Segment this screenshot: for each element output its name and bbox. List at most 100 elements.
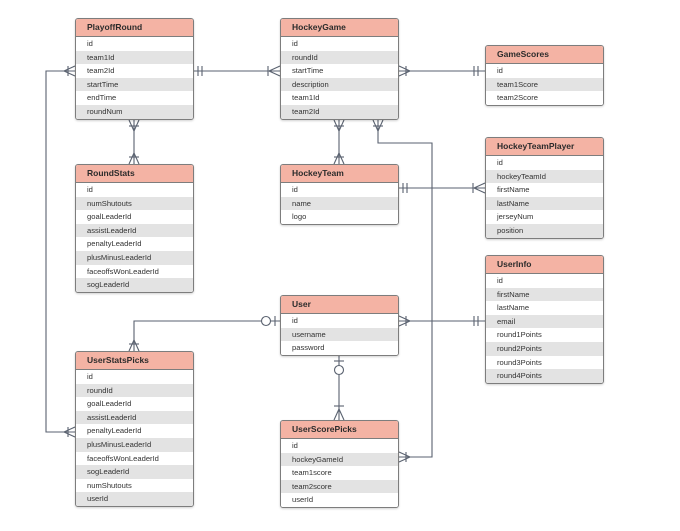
entity-field: sogLeaderId xyxy=(76,465,193,479)
entity-field: password xyxy=(281,341,398,355)
entity-user-score-picks[interactable]: UserScorePicks id hockeyGameId team1scor… xyxy=(280,420,399,508)
entity-field: assistLeaderId xyxy=(76,223,193,238)
entity-field: name xyxy=(281,196,398,211)
entity-title: UserInfo xyxy=(486,256,603,274)
entity-field: faceoffsWonLeaderId xyxy=(76,264,193,279)
entity-field: goalLeaderId xyxy=(76,397,193,411)
entity-field: team2Id xyxy=(281,104,398,119)
crow-many-foot xyxy=(133,152,140,165)
entity-field: team2Score xyxy=(486,91,603,105)
entity-title: HockeyTeam xyxy=(281,165,398,183)
entity-field: hockeyTeamId xyxy=(486,169,603,184)
entity-title: HockeyGame xyxy=(281,19,398,37)
entity-field: id xyxy=(76,37,193,51)
entity-field: team2score xyxy=(281,479,398,494)
crow-many-foot xyxy=(268,65,281,72)
entity-field: id xyxy=(76,370,193,384)
entity-field: lastName xyxy=(486,196,603,211)
rel-hockeygame-userscorepicks xyxy=(377,120,433,458)
crow-many-foot xyxy=(63,65,76,72)
entity-field: round3Points xyxy=(486,355,603,370)
entity-field: firstName xyxy=(486,287,603,302)
entity-field: id xyxy=(486,274,603,288)
crow-many-foot xyxy=(398,315,411,322)
rel-user-userstatspicks xyxy=(133,320,280,351)
entity-field: endTime xyxy=(76,91,193,105)
entity-field: id xyxy=(281,37,398,51)
crow-zero-circle xyxy=(260,315,272,327)
entity-field: faceoffsWonLeaderId xyxy=(76,451,193,466)
entity-title: UserScorePicks xyxy=(281,421,398,439)
crow-many-foot xyxy=(133,339,140,352)
crow-many-foot xyxy=(473,187,486,194)
crow-many-foot xyxy=(333,152,340,165)
crow-many-foot xyxy=(63,431,76,438)
crow-many-foot xyxy=(128,339,135,352)
entity-title: PlayoffRound xyxy=(76,19,193,37)
entity-field: goalLeaderId xyxy=(76,210,193,224)
entity-field: numShutouts xyxy=(76,478,193,493)
crow-many-foot xyxy=(473,182,486,189)
entity-field: team2Id xyxy=(76,64,193,78)
crow-zero-circle xyxy=(333,364,345,376)
entity-field: round1Points xyxy=(486,328,603,342)
entity-field: assistLeaderId xyxy=(76,410,193,425)
entity-field: team1Score xyxy=(486,77,603,92)
entity-field: plusMinusLeaderId xyxy=(76,250,193,265)
rel-playoffround-userstatspicks xyxy=(45,70,75,433)
entity-hockey-team-player[interactable]: HockeyTeamPlayer id hockeyTeamId firstNa… xyxy=(485,137,604,239)
entity-field: startTime xyxy=(281,64,398,78)
entity-field: team1Id xyxy=(281,91,398,105)
crow-many-foot xyxy=(63,426,76,433)
entity-field: round2Points xyxy=(486,341,603,356)
entity-field: plusMinusLeaderId xyxy=(76,437,193,452)
entity-field: logo xyxy=(281,210,398,224)
entity-title: RoundStats xyxy=(76,165,193,183)
entity-field: email xyxy=(486,314,603,329)
entity-field: userId xyxy=(281,493,398,507)
entity-title: UserStatsPicks xyxy=(76,352,193,370)
entity-field: numShutouts xyxy=(76,196,193,211)
entity-field: roundId xyxy=(281,50,398,65)
entity-field: sogLeaderId xyxy=(76,278,193,292)
entity-field: userId xyxy=(76,492,193,506)
entity-field: roundNum xyxy=(76,104,193,119)
entity-field: id xyxy=(76,183,193,197)
entity-field: penaltyLeaderId xyxy=(76,237,193,251)
entity-field: id xyxy=(281,183,398,197)
entity-user-stats-picks[interactable]: UserStatsPicks id roundId goalLeaderId a… xyxy=(75,351,194,507)
entity-field: id xyxy=(486,156,603,170)
entity-field: penaltyLeaderId xyxy=(76,424,193,438)
entity-hockey-team[interactable]: HockeyTeam id name logo xyxy=(280,164,399,225)
entity-field: round4Points xyxy=(486,369,603,383)
entity-field: firstName xyxy=(486,183,603,197)
entity-field: id xyxy=(281,439,398,453)
crow-many-foot xyxy=(398,320,411,327)
entity-round-stats[interactable]: RoundStats id numShutouts goalLeaderId a… xyxy=(75,164,194,293)
entity-field: hockeyGameId xyxy=(281,452,398,467)
entity-user-info[interactable]: UserInfo id firstName lastName email rou… xyxy=(485,255,604,384)
crow-many-foot xyxy=(333,408,340,421)
entity-game-scores[interactable]: GameScores id team1Score team2Score xyxy=(485,45,604,106)
crow-many-foot xyxy=(63,70,76,77)
crow-many-foot xyxy=(338,152,345,165)
entity-field: startTime xyxy=(76,77,193,92)
entity-title: GameScores xyxy=(486,46,603,64)
entity-field: lastName xyxy=(486,301,603,315)
crow-many-foot xyxy=(398,451,411,458)
entity-user[interactable]: User id username password xyxy=(280,295,399,356)
entity-hockey-game[interactable]: HockeyGame id roundId startTime descript… xyxy=(280,18,399,120)
entity-playoff-round[interactable]: PlayoffRound id team1Id team2Id startTim… xyxy=(75,18,194,120)
crow-many-foot xyxy=(128,152,135,165)
crow-many-foot xyxy=(398,70,411,77)
entity-field: id xyxy=(281,314,398,328)
entity-field: position xyxy=(486,223,603,238)
entity-field: team1score xyxy=(281,466,398,480)
crow-many-foot xyxy=(338,408,345,421)
entity-field: jerseyNum xyxy=(486,210,603,224)
crow-many-foot xyxy=(398,456,411,463)
entity-title: HockeyTeamPlayer xyxy=(486,138,603,156)
entity-field: id xyxy=(486,64,603,78)
entity-field: username xyxy=(281,327,398,342)
